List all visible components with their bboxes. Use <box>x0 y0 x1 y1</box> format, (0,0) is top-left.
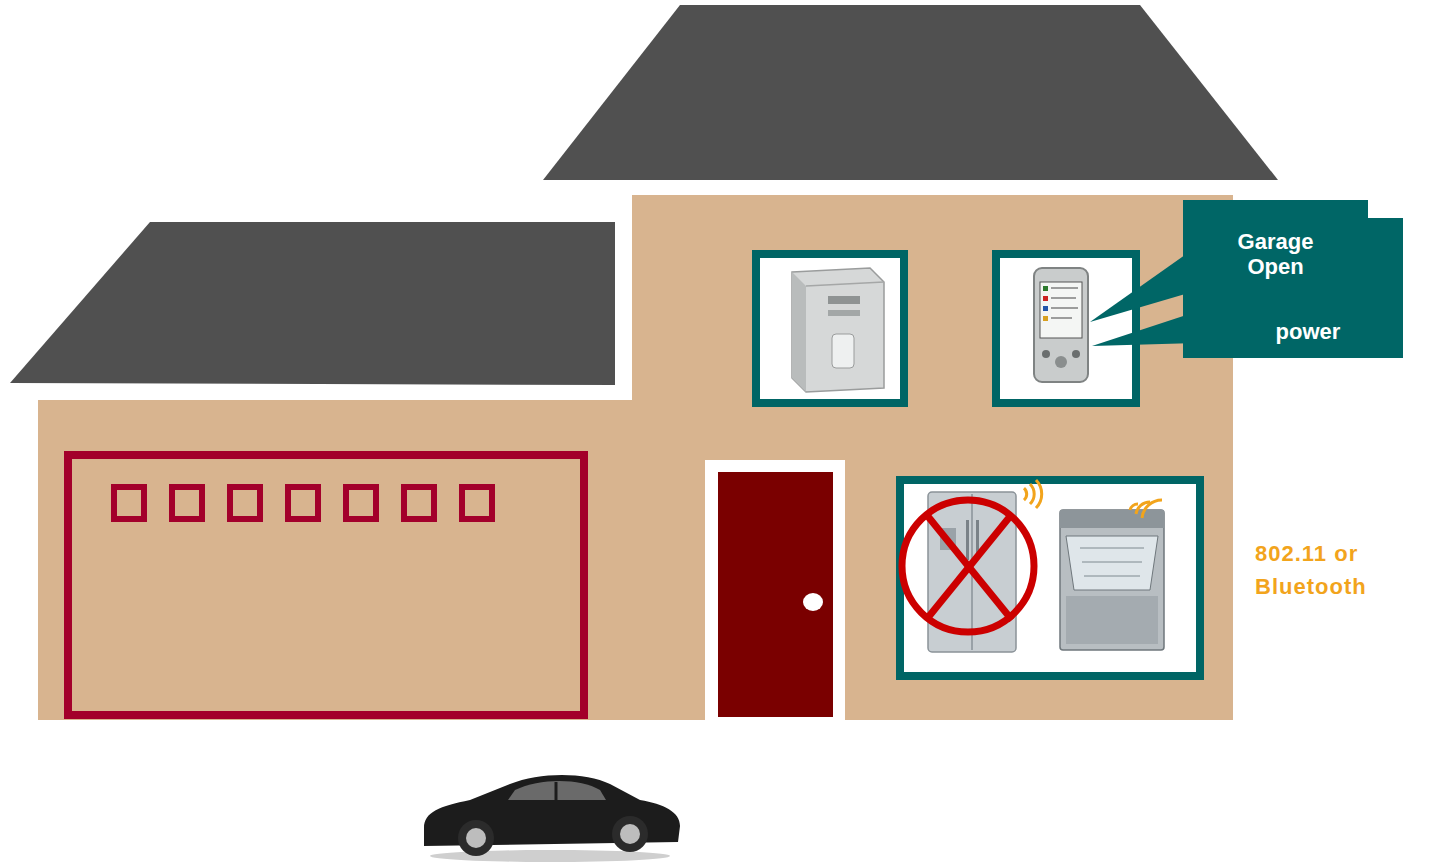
door-panel <box>462 487 492 519</box>
screen-line <box>1051 288 1078 289</box>
pda-device <box>1034 268 1088 382</box>
door-knob <box>803 593 823 611</box>
door-panel <box>346 487 376 519</box>
wireless-label: 802.11 or Bluetooth <box>1255 537 1445 603</box>
callout-bubble: Garage Open <box>1183 200 1368 308</box>
main-roof <box>543 5 1278 180</box>
screen-icon <box>1043 306 1048 311</box>
window <box>996 254 1136 403</box>
computer-edge <box>806 282 884 286</box>
car-rim <box>466 828 486 848</box>
wireless-signal <box>1036 480 1042 508</box>
dishwasher <box>1060 510 1164 650</box>
door-panel <box>172 487 202 519</box>
control-panel <box>1060 510 1164 528</box>
house-wall <box>632 195 1233 720</box>
pda-button <box>1072 350 1080 358</box>
pda-button <box>1055 356 1067 368</box>
door-panel <box>404 487 434 519</box>
screen-line <box>1051 318 1072 319</box>
fridge-handle <box>966 520 969 560</box>
door-panel <box>230 487 260 519</box>
garage-door <box>68 455 584 715</box>
callout-tail <box>1090 250 1192 322</box>
callout-text: power <box>1276 319 1341 344</box>
prohibition-cross <box>926 514 1012 620</box>
pda-button <box>1042 350 1050 358</box>
garage-roof <box>10 222 615 385</box>
screen-line <box>1051 308 1078 309</box>
callout-text: Garage Open <box>1216 229 1336 280</box>
garage-wall <box>614 400 632 720</box>
pda-screen <box>1040 282 1082 338</box>
drive-bay <box>828 310 860 316</box>
car-wheel <box>612 816 648 852</box>
car-pillar <box>555 782 558 800</box>
computer-side <box>792 272 806 392</box>
rack-line <box>1082 562 1142 563</box>
garage-wall <box>38 400 632 720</box>
wireless-signal <box>1024 488 1027 500</box>
screen-icon <box>1043 316 1048 321</box>
dishwasher-door <box>1066 596 1158 644</box>
rack-line <box>1080 548 1144 549</box>
front-door <box>718 472 833 717</box>
door-panel <box>288 487 318 519</box>
door-panel <box>114 487 144 519</box>
screen-icon <box>1043 296 1048 301</box>
screen-icon <box>1043 286 1048 291</box>
car-wheel <box>458 820 494 856</box>
screen-line <box>1051 298 1076 299</box>
prohibition-cross <box>926 514 1012 620</box>
door-frame <box>705 460 845 722</box>
rack-line <box>1084 576 1140 577</box>
prohibition-circle <box>902 500 1034 632</box>
open-rack <box>1066 536 1158 590</box>
wireless-signal <box>1142 500 1162 518</box>
window <box>900 480 1200 676</box>
drive-bay <box>828 296 860 304</box>
car-window <box>508 781 606 800</box>
window <box>756 254 904 403</box>
car-rim <box>620 824 640 844</box>
computer-tower <box>792 268 884 392</box>
wireless-signal <box>1030 484 1034 504</box>
front-panel <box>832 334 854 368</box>
